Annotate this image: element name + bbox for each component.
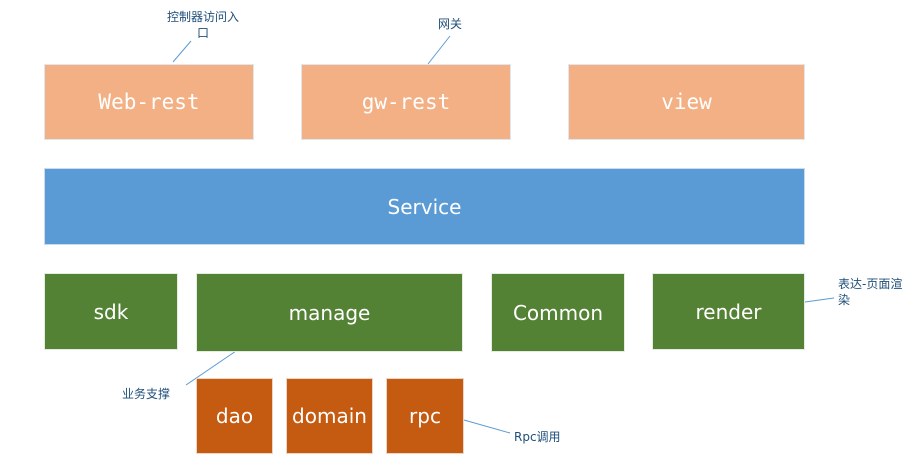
domain-box: domain [286,378,373,454]
callout-line-rpc [463,419,511,434]
gw-rest-label: gw-rest [361,90,451,114]
callout-render: 表达-页面渲 染 [838,276,912,308]
common-box: Common [491,273,625,352]
rpc-label: rpc [409,404,441,428]
web-rest-box: Web-rest [44,64,254,140]
callout-render-line2: 染 [838,293,851,307]
view-box: view [568,64,805,140]
gw-rest-box: gw-rest [301,64,511,140]
callout-gateway-text: 网关 [438,17,463,31]
callout-line-render [804,297,835,303]
callout-gateway: 网关 [438,16,462,32]
callout-line-controller [172,40,192,63]
callout-controller: 控制器访问入 口 [155,9,251,41]
callout-controller-line1: 控制器访问入 [166,10,239,24]
service-box: Service [44,168,805,245]
manage-box: manage [196,273,463,352]
render-box: render [652,273,805,350]
service-label: Service [387,194,462,219]
sdk-box: sdk [44,273,178,350]
sdk-label: sdk [93,299,129,324]
manage-label: manage [288,300,371,325]
callout-render-line1: 表达-页面渲 [838,277,903,291]
domain-label: domain [292,404,367,428]
callout-rpc: Rpc调用 [514,429,561,445]
callout-rpc-text: Rpc调用 [514,430,561,444]
callout-controller-line2: 口 [196,26,209,40]
callout-line-gateway [427,35,451,65]
dao-box: dao [196,378,273,454]
view-label: view [661,90,712,114]
web-rest-label: Web-rest [98,90,200,114]
dao-label: dao [215,404,254,428]
rpc-box: rpc [386,378,464,454]
callout-business: 业务支撑 [122,386,170,402]
callout-business-text: 业务支撑 [122,387,171,401]
common-label: Common [512,300,604,325]
render-label: render [695,299,762,324]
